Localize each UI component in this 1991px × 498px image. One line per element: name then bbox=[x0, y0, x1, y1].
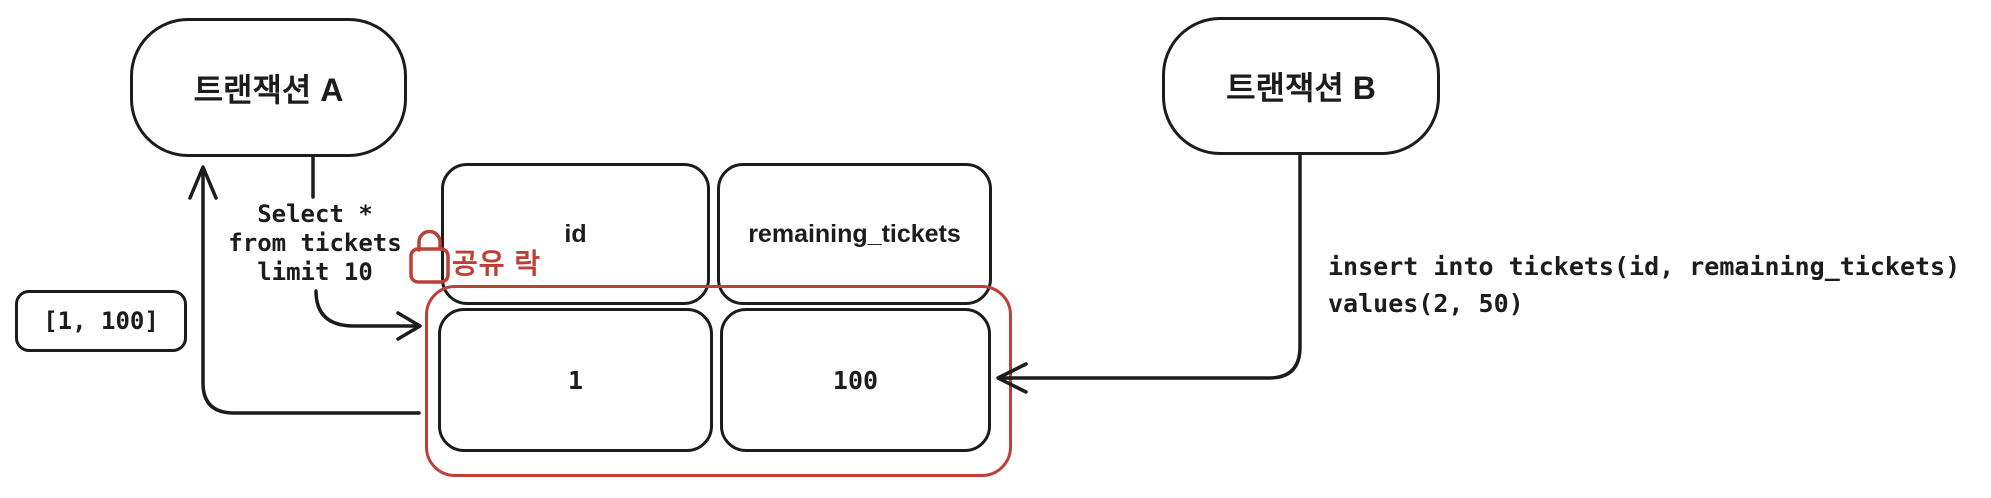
table-header-remaining-tickets-label: remaining_tickets bbox=[748, 219, 961, 248]
select-query-line-2: from tickets bbox=[228, 229, 402, 257]
select-to-row-arrow bbox=[314, 289, 422, 341]
select-query-text: Select * from tickets limit 10 bbox=[190, 200, 440, 287]
transaction-a-label: 트랜잭션 A bbox=[193, 71, 344, 108]
shared-lock-label: 공유 락 bbox=[452, 248, 542, 279]
table-header-id-label: id bbox=[564, 219, 587, 248]
transaction-b-node: 트랜잭션 B bbox=[1162, 17, 1440, 155]
table-cell-id-value-label: 1 bbox=[567, 365, 584, 395]
query-result-box: [1, 100] bbox=[15, 290, 187, 352]
insert-query-line-2: values(2, 50) bbox=[1328, 289, 1524, 318]
insert-query-line-1: insert into tickets(id, remaining_ticket… bbox=[1328, 252, 1961, 281]
transaction-b-to-row-arrow bbox=[996, 154, 1302, 394]
table-cell-remaining-tickets-value-label: 100 bbox=[832, 365, 879, 395]
insert-query-text: insert into tickets(id, remaining_ticket… bbox=[1328, 248, 1960, 322]
transaction-a-node: 트랜잭션 A bbox=[130, 18, 407, 157]
table-cell-remaining-tickets-value: 100 bbox=[720, 308, 991, 452]
transaction-b-label: 트랜잭션 B bbox=[1226, 70, 1376, 106]
query-result-label: [1, 100] bbox=[43, 307, 159, 335]
table-cell-id-value: 1 bbox=[438, 308, 713, 452]
select-query-line-1: Select * bbox=[257, 200, 373, 228]
table-header-remaining-tickets: remaining_tickets bbox=[717, 163, 992, 305]
select-query-line-3: limit 10 bbox=[257, 258, 373, 286]
table-header-id: id bbox=[441, 163, 710, 305]
